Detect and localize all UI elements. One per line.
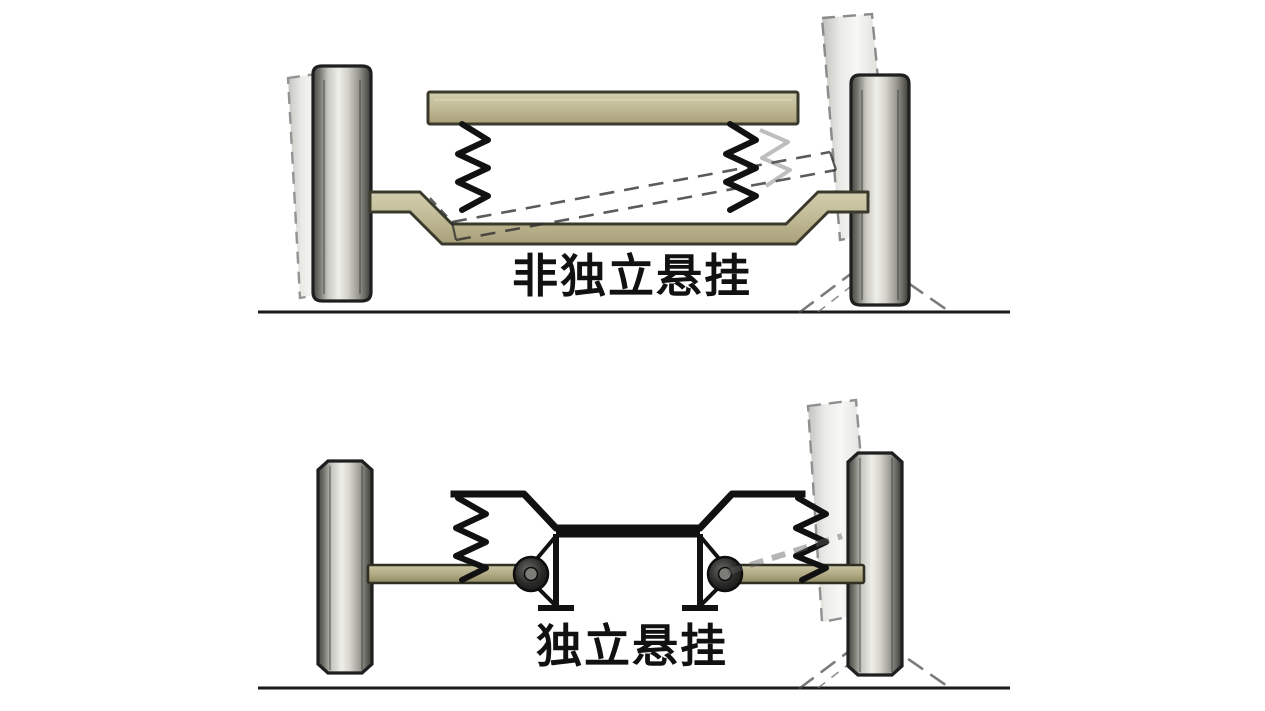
coil-spring-left-bottom [453,495,489,583]
solid-axle-top [368,190,870,246]
diagram-non-independent: 非独立悬挂 [258,12,1010,314]
body-beam-top [426,90,800,126]
control-arm-right-bottom [726,563,866,585]
wheel-right-bottom [846,451,904,677]
ghost-axle-top [429,150,838,242]
subframe-bottom [450,490,806,611]
pivot-joint-left-bottom [512,555,550,593]
ghost-arm-right-bottom [727,533,843,575]
coil-spring-right-top [723,121,759,213]
wheel-left-top [311,64,373,303]
coil-spring-right-bottom [793,495,829,583]
coil-spring-left-top [455,121,491,213]
caption-non-independent: 非独立悬挂 [512,249,752,303]
diagram-independent: 独立悬挂 [258,398,1010,690]
caption-independent: 独立悬挂 [536,619,728,673]
wheel-left-bottom [316,459,374,675]
ghost-spring-right-top [759,128,792,188]
wheel-right-top [849,73,911,307]
control-arm-left-bottom [366,563,530,585]
pivot-joint-right-bottom [706,555,744,593]
